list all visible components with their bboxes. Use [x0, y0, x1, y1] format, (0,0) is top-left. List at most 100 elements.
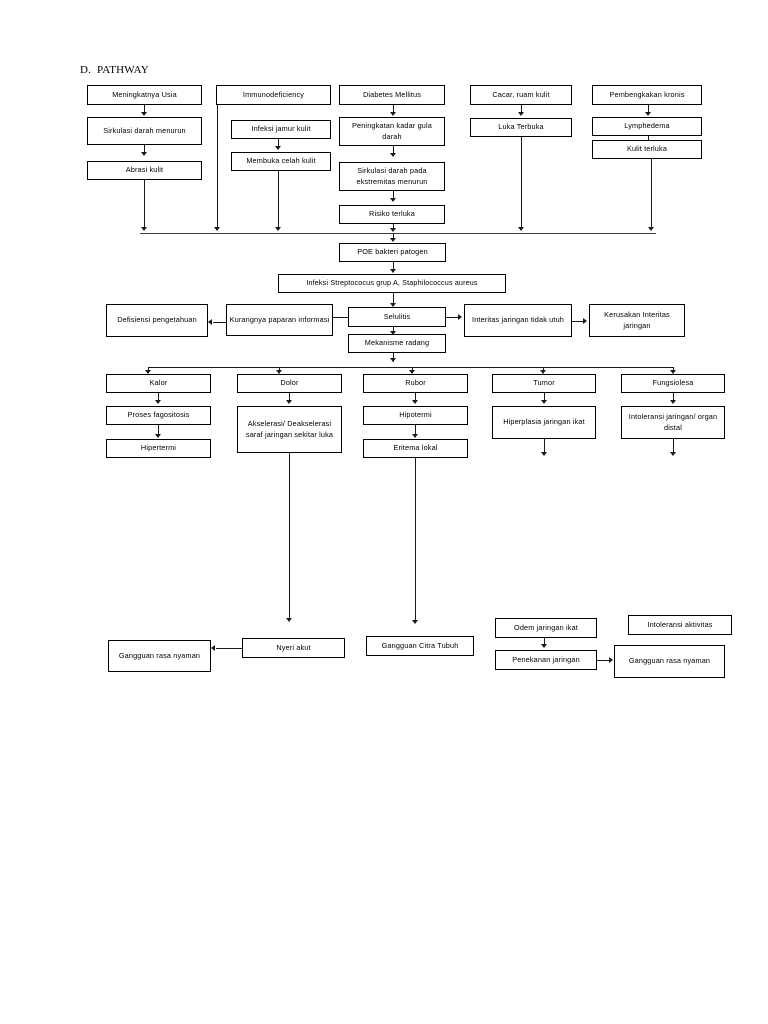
edge-line — [158, 425, 159, 435]
node-penekanan-jaringan: Penekanan jaringan — [495, 650, 597, 670]
edge-line — [278, 139, 279, 147]
node-luka-terbuka: Luka Terbuka — [470, 118, 572, 137]
edge-line — [415, 393, 416, 401]
edge-arrow — [390, 153, 396, 157]
edge-line — [673, 367, 674, 372]
node-membuka-celah-kulit: Membuka celah kulit — [231, 152, 331, 171]
edge-line — [393, 353, 394, 362]
edge-arrow — [541, 452, 547, 456]
node-interitas-jaringan-tidak-utuh: Interitas jaringan tidak utuh — [464, 304, 572, 337]
page-title: D. PATHWAY — [80, 64, 149, 76]
edge-arrow — [208, 319, 212, 325]
edge-arrow — [275, 227, 281, 231]
node-label: Gangguan rasa nyaman — [628, 656, 711, 666]
edge-arrow — [390, 198, 396, 202]
node-nyeri-akut: Nyeri akut — [242, 638, 345, 658]
convergence-bus-line — [140, 233, 656, 234]
node-label: Interitas jaringan tidak utuh — [472, 315, 564, 325]
node-label: Intoleransi aktivitas — [647, 619, 713, 629]
edge-line — [393, 327, 394, 332]
node-label: Kurangnya paparan informasi — [229, 314, 330, 324]
node-label: Kerusakan Interitas jaringan — [604, 309, 670, 330]
node-infeksi-streptococus: Infeksi Streptococus grup A, Staphilococ… — [278, 274, 506, 293]
node-label: Sirkulasi darah pada ekstremitas menurun — [356, 165, 428, 186]
edge-arrow — [390, 358, 396, 362]
node-tumor: Tumor — [492, 374, 596, 393]
node-meningkatnya-usia: Meningkatnya Usia — [87, 85, 202, 105]
node-label: Intoleransi jaringan/ organ distal — [628, 411, 718, 432]
edge-arrow — [541, 400, 547, 404]
node-gangguan-rasa-nyaman-kanan: Gangguan rasa nyaman — [614, 645, 725, 678]
node-hipotermi: Hipotermi — [363, 406, 468, 425]
node-label: Proses fagositosis — [127, 410, 190, 420]
edge-line — [544, 439, 545, 453]
node-cacar-ruam-kulit: Cacar, ruam kulit — [470, 85, 572, 105]
node-kalor: Kalor — [106, 374, 211, 393]
edge-line — [216, 648, 242, 649]
node-intoleransi-aktivitas: Intoleransi aktivitas — [628, 615, 732, 635]
edge-line — [393, 262, 394, 270]
edge-line — [278, 171, 279, 228]
node-label: Penekanan jaringan — [512, 654, 580, 664]
node-gangguan-rasa-nyaman-kiri: Gangguan rasa nyaman — [108, 640, 211, 672]
node-mekanisme-radang: Mekanisme radang — [348, 334, 446, 353]
node-label: Odem jaringan ikat — [514, 622, 578, 632]
node-poe-bakteri-patogen: POE bakteri patogen — [339, 243, 446, 262]
node-label: Gangguan Citra Tubuh — [381, 640, 459, 650]
edge-line — [544, 638, 545, 645]
edge-arrow — [458, 314, 462, 320]
edge-arrow — [412, 434, 418, 438]
node-peningkatan-kadar-gula-darah: Peningkatan kadar gula darah — [339, 117, 445, 146]
edge-line — [415, 458, 416, 621]
edge-line — [543, 367, 544, 372]
node-gangguan-citra-tubuh: Gangguan Citra Tubuh — [366, 636, 474, 656]
edge-arrow — [670, 400, 676, 404]
edge-arrow — [275, 146, 281, 150]
node-label: Hiperplasia jaringan ikat — [503, 417, 585, 427]
edge-arrow — [390, 331, 396, 335]
node-label: Dolor — [280, 378, 299, 388]
node-label: Hipertermi — [140, 443, 177, 453]
edge-line — [412, 367, 413, 372]
node-label: Lymphedema — [624, 121, 670, 131]
edge-line — [148, 367, 149, 372]
edge-line — [521, 137, 522, 228]
node-eritema-lokal: Eritema lokal — [363, 439, 468, 458]
edge-arrow — [145, 370, 151, 374]
edge-arrow — [155, 434, 161, 438]
node-label: POE bakteri patogen — [357, 247, 428, 257]
edge-line — [393, 224, 394, 229]
node-abrasi-kulit: Abrasi kulit — [87, 161, 202, 180]
node-label: Nyeri akut — [276, 642, 311, 652]
edge-arrow — [609, 657, 613, 663]
edge-line — [415, 425, 416, 435]
node-diabetes-mellitus: Diabetes Mellitus — [339, 85, 445, 105]
edge-arrow — [155, 400, 161, 404]
edge-line — [333, 317, 348, 318]
node-label: Peningkatan kadar gula darah — [352, 120, 432, 141]
node-label: Hipotermi — [399, 410, 432, 420]
edge-arrow — [409, 370, 415, 374]
node-sirkulasi-darah-ekstremitas: Sirkulasi darah pada ekstremitas menurun — [339, 162, 445, 191]
edge-arrow — [412, 620, 418, 624]
edge-arrow — [141, 112, 147, 116]
node-label: Fungsiolesa — [652, 378, 694, 388]
node-label: Defisiensi pengetahuan — [117, 315, 197, 325]
node-immunodeficiency: Immunodeficiency — [216, 85, 331, 105]
node-label: Gangguan rasa nyaman — [118, 650, 201, 660]
edge-line — [648, 105, 649, 113]
edge-arrow — [214, 227, 220, 231]
edge-line — [393, 293, 394, 304]
edge-line — [393, 105, 394, 113]
node-defisiensi-pengetahuan: Defisiensi pengetahuan — [106, 304, 208, 337]
edge-arrow — [390, 112, 396, 116]
node-label: Abrasi kulit — [125, 165, 164, 175]
node-label: Kulit terluka — [626, 144, 668, 154]
edge-arrow — [648, 227, 654, 231]
node-hipertermi: Hipertermi — [106, 439, 211, 458]
edge-arrow — [286, 618, 292, 622]
node-label: Rubor — [405, 378, 426, 388]
node-label: Luka Terbuka — [498, 122, 544, 132]
node-kerusakan-interitas-jaringan: Kerusakan Interitas jaringan — [589, 304, 685, 337]
